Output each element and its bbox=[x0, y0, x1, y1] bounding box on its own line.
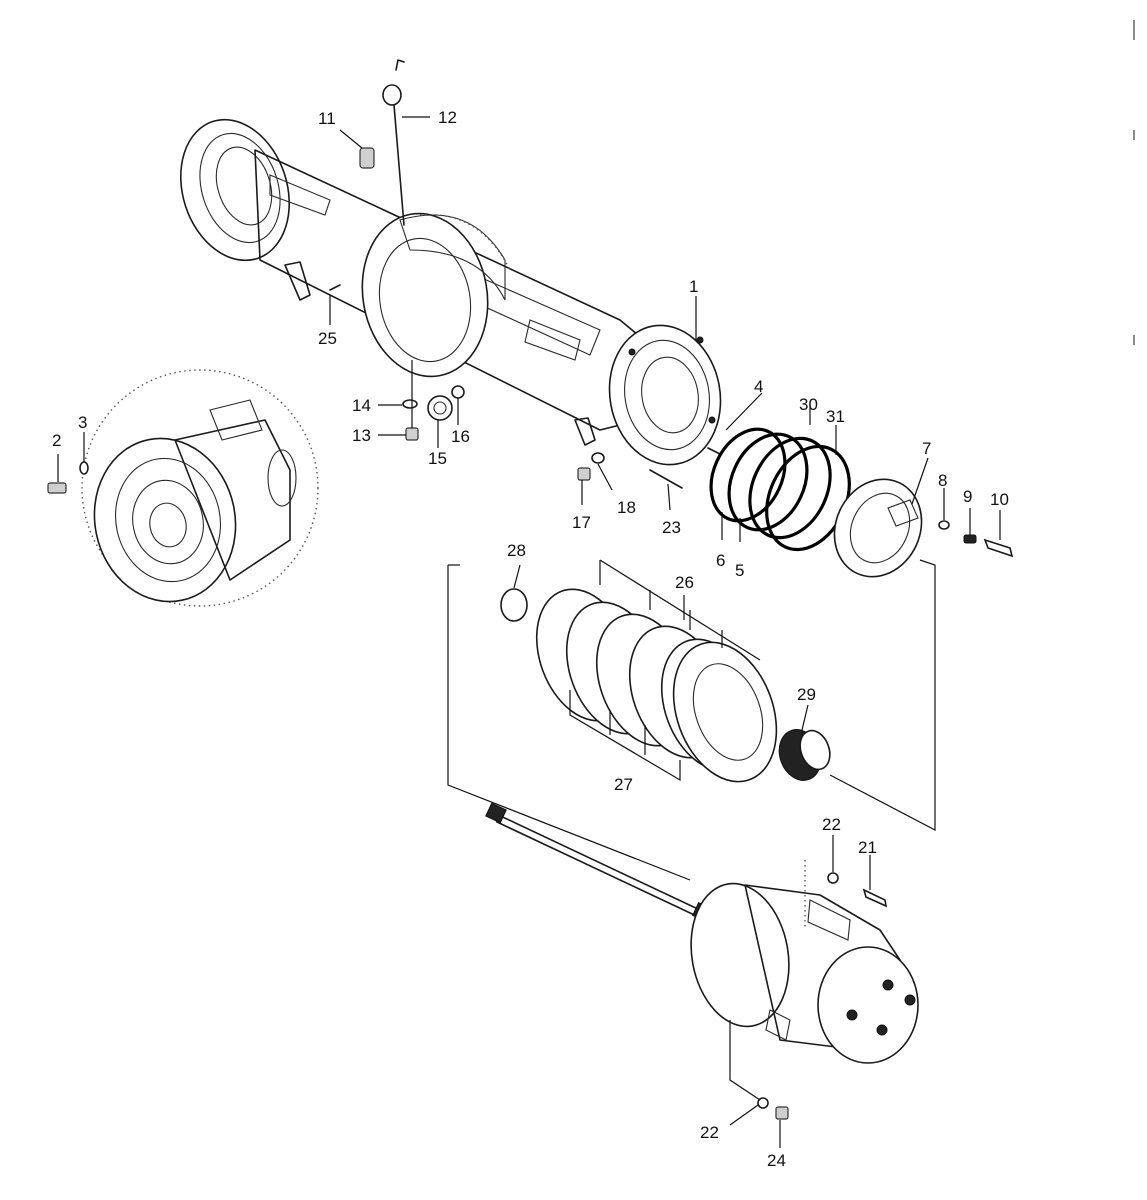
washer-3 bbox=[79, 461, 89, 475]
callout-29: 29 bbox=[797, 685, 816, 704]
callout-8: 8 bbox=[938, 471, 947, 490]
dipstick-12 bbox=[382, 59, 405, 226]
callout-4: 4 bbox=[754, 377, 763, 396]
o-ring-28 bbox=[500, 588, 528, 622]
callout-18: 18 bbox=[617, 498, 636, 517]
washer-14 bbox=[402, 399, 418, 409]
spring-9 bbox=[963, 534, 977, 544]
callout-22-top: 22 bbox=[822, 815, 841, 834]
callout-13: 13 bbox=[352, 426, 371, 445]
callout-2: 2 bbox=[52, 431, 61, 450]
callout-12: 12 bbox=[438, 108, 457, 127]
assembly-bracket-lines bbox=[447, 559, 936, 881]
callout-9: 9 bbox=[963, 487, 972, 506]
callout-17: 17 bbox=[572, 513, 591, 532]
callout-1: 1 bbox=[689, 277, 698, 296]
callout-14: 14 bbox=[352, 396, 371, 415]
nut-24 bbox=[775, 1106, 789, 1120]
washer-16 bbox=[451, 385, 465, 399]
callout-25: 25 bbox=[318, 329, 337, 348]
callout-26: 26 bbox=[675, 573, 694, 592]
bolt-10 bbox=[983, 538, 1014, 558]
callout-30: 30 bbox=[799, 395, 818, 414]
bushing-15 bbox=[427, 395, 453, 421]
callout-16: 16 bbox=[451, 427, 470, 446]
washer-22-bottom bbox=[757, 1097, 769, 1109]
callout-7: 7 bbox=[922, 439, 931, 458]
seal-ring-30 bbox=[748, 436, 832, 540]
callout-15: 15 bbox=[428, 449, 447, 468]
plug-13 bbox=[405, 427, 419, 441]
washer-18 bbox=[591, 452, 605, 464]
plug-11 bbox=[359, 147, 375, 169]
callout-5: 5 bbox=[735, 561, 744, 580]
pin-23 bbox=[649, 469, 683, 489]
disc-bracket-lines bbox=[569, 559, 761, 782]
pin-4 bbox=[707, 447, 721, 455]
nut-17 bbox=[577, 467, 591, 481]
callout-23: 23 bbox=[662, 518, 681, 537]
callout-27: 27 bbox=[614, 775, 633, 794]
brake-piston-7 bbox=[833, 478, 923, 578]
washer-22-top bbox=[827, 872, 839, 884]
callout-31: 31 bbox=[826, 407, 845, 426]
callout-labels: 1 2 3 4 5 6 7 8 9 10 11 12 13 14 15 16 1… bbox=[52, 108, 1009, 1170]
friction-disc-stack bbox=[535, 588, 778, 783]
wheel-hub bbox=[690, 882, 919, 1064]
detail-view-wheel-hub bbox=[81, 369, 319, 607]
callout-21: 21 bbox=[858, 838, 877, 857]
axle-housing bbox=[179, 118, 722, 466]
callout-10: 10 bbox=[990, 490, 1009, 509]
leader-lines bbox=[57, 116, 1001, 1148]
callout-24: 24 bbox=[767, 1151, 786, 1170]
callout-6: 6 bbox=[716, 551, 725, 570]
callout-11: 11 bbox=[318, 109, 336, 128]
seal-ring-5 bbox=[727, 432, 809, 532]
seal-ring-6 bbox=[709, 427, 787, 523]
axle-shaft bbox=[485, 802, 712, 922]
bolt-2 bbox=[47, 482, 67, 494]
callout-22-bottom: 22 bbox=[700, 1123, 719, 1142]
bolt-21 bbox=[862, 888, 888, 908]
callout-28: 28 bbox=[507, 541, 526, 560]
callout-3: 3 bbox=[78, 413, 87, 432]
washer-8 bbox=[938, 520, 950, 530]
bolt-25 bbox=[329, 284, 341, 291]
sun-gear-29 bbox=[778, 729, 831, 781]
